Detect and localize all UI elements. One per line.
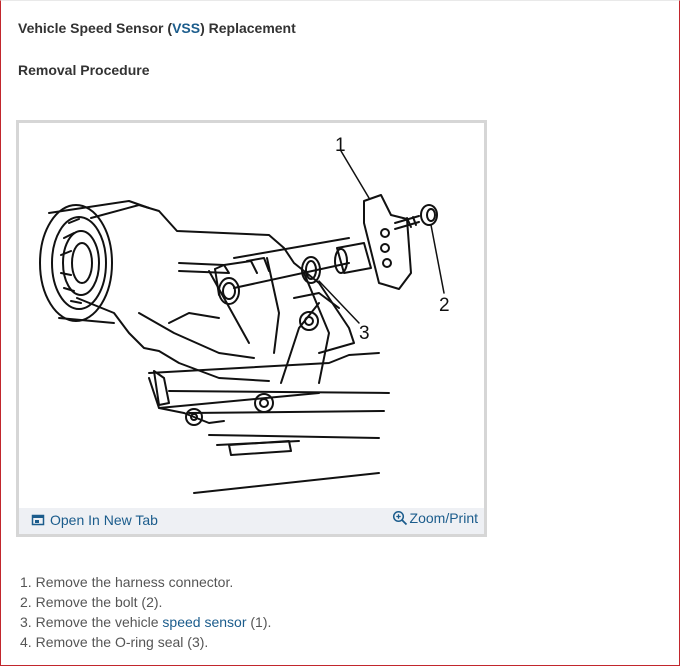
zoom-print-label: Zoom/Print (409, 510, 478, 526)
section-heading: Removal Procedure (18, 62, 150, 78)
vss-link[interactable]: VSS (172, 20, 201, 36)
removal-steps-list: 1. Remove the harness connector. 2. Remo… (20, 572, 271, 652)
step-number: 2. (20, 594, 32, 610)
speed-sensor-link[interactable]: speed sensor (162, 614, 247, 630)
list-item: 1. Remove the harness connector. (20, 572, 271, 592)
step-number: 1. (20, 574, 32, 590)
zoom-print-link[interactable]: Zoom/Print (392, 510, 478, 526)
magnifier-plus-icon (392, 510, 407, 526)
title-text-end: ) Replacement (200, 20, 296, 36)
step-text: Remove the O-ring seal (3). (35, 634, 209, 650)
callout-2: 2 (439, 295, 450, 316)
callout-3: 3 (359, 323, 370, 344)
page-title: Vehicle Speed Sensor (VSS) Replacement (18, 20, 296, 36)
open-in-new-tab-link[interactable]: Open In New Tab (31, 512, 158, 528)
list-item: 4. Remove the O-ring seal (3). (20, 632, 271, 652)
open-in-new-tab-label: Open In New Tab (50, 512, 158, 528)
callout-1: 1 (335, 135, 346, 156)
transmission-illustration: 1 2 3 (39, 135, 450, 494)
step-number: 3. (20, 614, 32, 630)
step-number: 4. (20, 634, 32, 650)
step-text-start: Remove the vehicle (35, 614, 163, 630)
list-item: 2. Remove the bolt (2). (20, 592, 271, 612)
figure-container: 1 2 3 Open In New Tab Zoom/Print (16, 120, 487, 537)
step-text: Remove the bolt (2). (35, 594, 163, 610)
list-item: 3. Remove the vehicle speed sensor (1). (20, 612, 271, 632)
step-text-end: (1). (246, 614, 272, 630)
figure-toolbar: Open In New Tab Zoom/Print (19, 508, 484, 534)
title-text-start: Vehicle Speed Sensor ( (18, 20, 173, 36)
step-text: Remove the harness connector. (35, 574, 234, 590)
open-in-new-tab-icon (31, 514, 45, 526)
